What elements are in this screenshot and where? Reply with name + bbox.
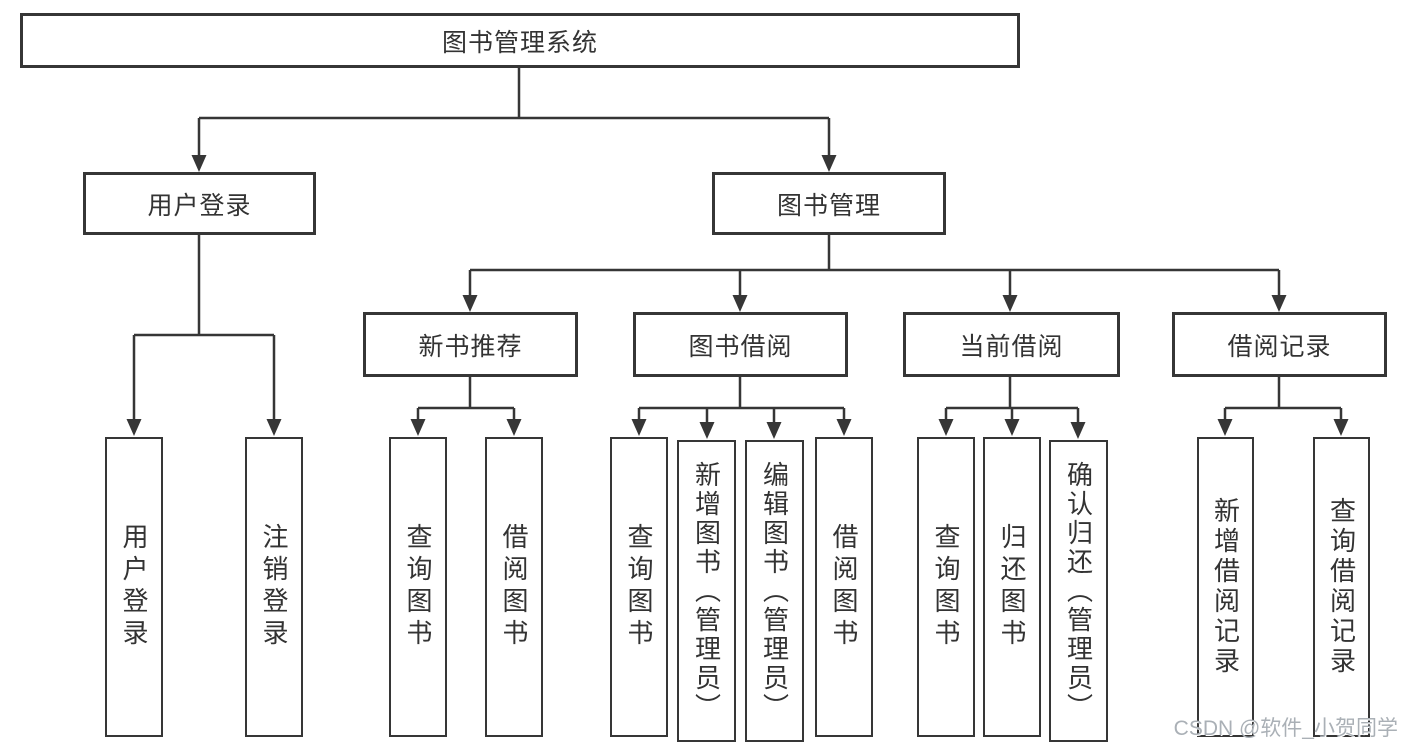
leaf-query-books-borrowing: 查询图书 [610,437,668,737]
node-root-library-management-system: 图书管理系统 [20,13,1020,68]
leaf-query-borrow-record: 查询借阅记录 [1313,437,1370,737]
node-book-borrowing: 图书借阅 [633,312,848,377]
node-user-login: 用户登录 [83,172,316,235]
leaf-borrow-books-borrowing: 借阅图书 [815,437,873,737]
node-borrowing-records: 借阅记录 [1172,312,1387,377]
leaf-query-books-current: 查询图书 [917,437,975,737]
leaf-user-login: 用户登录 [105,437,163,737]
leaf-add-borrow-record: 新增借阅记录 [1197,437,1254,737]
csdn-watermark: CSDN @软件_小贺同学 [1173,717,1398,740]
leaf-add-book-admin: 新增图书（管理员） [677,440,736,742]
node-book-management: 图书管理 [712,172,946,235]
node-current-borrowing: 当前借阅 [903,312,1120,377]
leaf-logout: 注销登录 [245,437,303,737]
leaf-return-books: 归还图书 [983,437,1041,737]
leaf-confirm-return-admin: 确认归还（管理员） [1049,440,1108,742]
leaf-edit-book-admin: 编辑图书（管理员） [745,440,804,742]
node-new-book-recommend: 新书推荐 [363,312,578,377]
leaf-query-books-recommend: 查询图书 [389,437,447,737]
leaf-borrow-books-recommend: 借阅图书 [485,437,543,737]
